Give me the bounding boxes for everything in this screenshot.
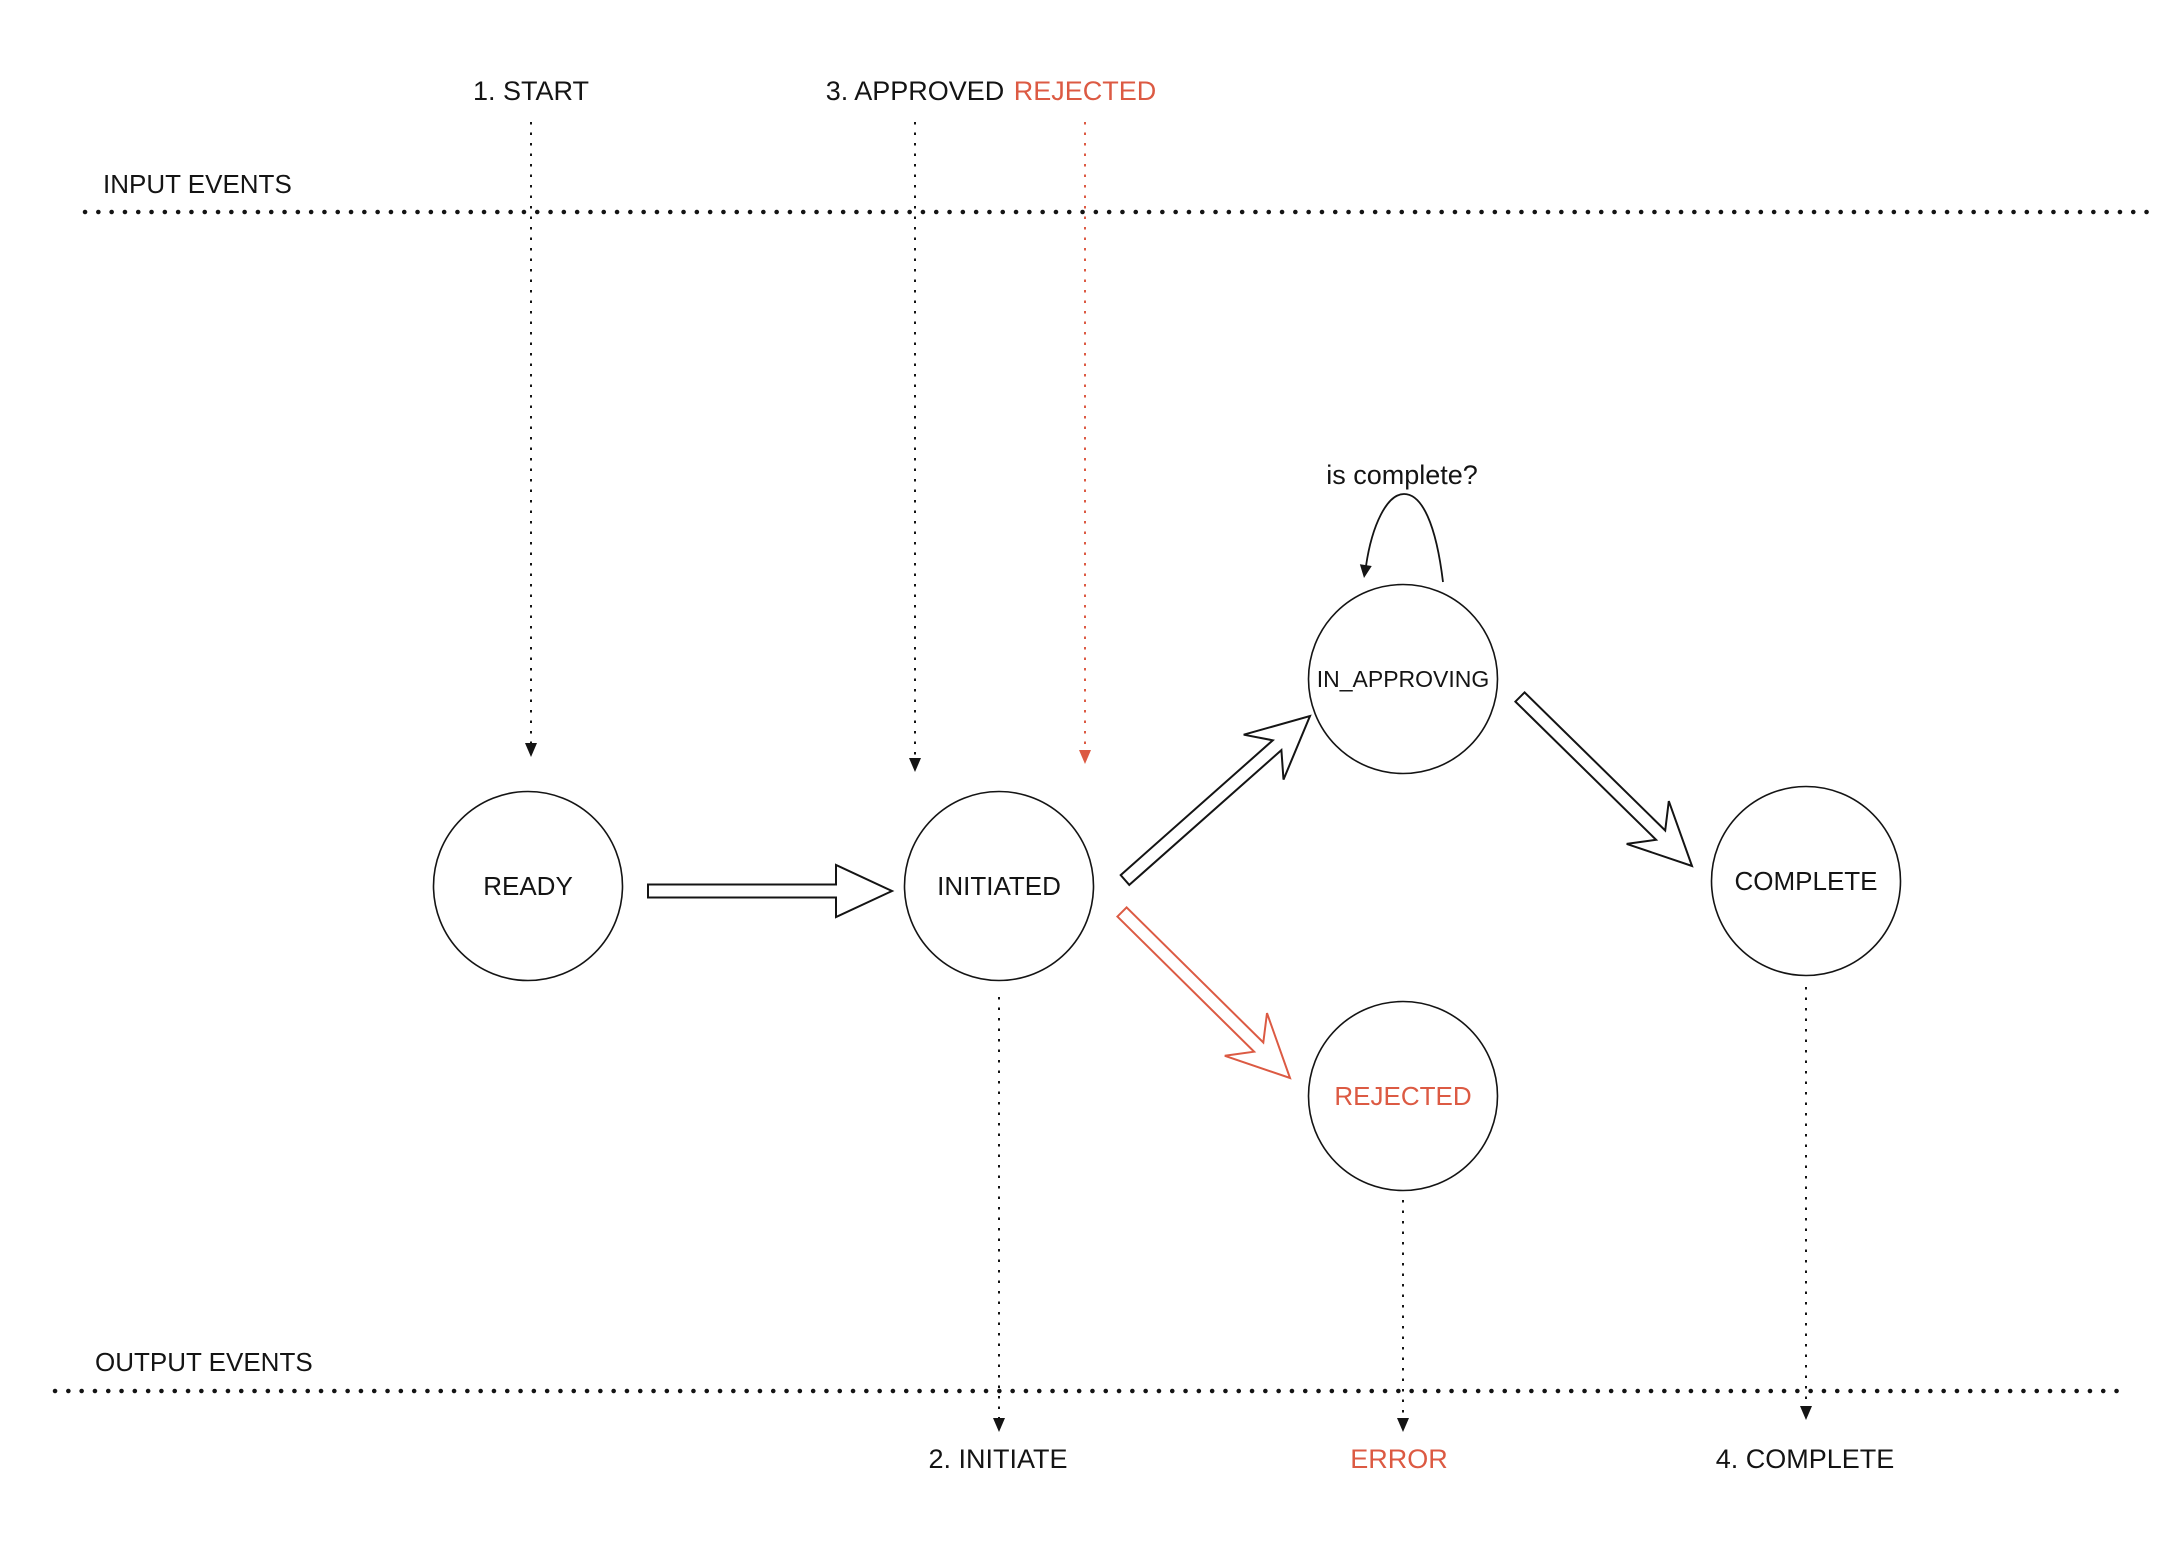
transition-initiated-to-rejected-arrow bbox=[1115, 905, 1292, 1080]
output-events-lane: OUTPUT EVENTS bbox=[52, 1347, 2125, 1394]
input-event-start: 1. START bbox=[473, 76, 589, 757]
input-event-approved-label: 3. APPROVED bbox=[826, 76, 1005, 106]
input-event-rejected-label: REJECTED bbox=[1014, 76, 1157, 106]
state-complete-circle bbox=[1710, 785, 1902, 977]
input-events-lane-label: INPUT EVENTS bbox=[103, 169, 292, 199]
output-event-complete-label: 4. COMPLETE bbox=[1716, 1444, 1895, 1474]
state-ready-circle bbox=[432, 790, 624, 982]
state-in-approving-label: IN_APPROVING bbox=[1317, 666, 1490, 692]
output-event-complete-arrowhead-icon bbox=[1800, 1406, 1812, 1420]
output-events-lane-label: OUTPUT EVENTS bbox=[95, 1347, 313, 1377]
output-event-initiate: 2. INITIATE bbox=[928, 997, 1068, 1474]
state-ready: READY bbox=[432, 790, 624, 982]
input-event-rejected: REJECTED bbox=[1014, 76, 1157, 764]
state-in-approving: IN_APPROVING bbox=[1307, 583, 1499, 775]
transition-ready-to-initiated-arrow bbox=[647, 863, 895, 919]
output-event-error-label: ERROR bbox=[1350, 1444, 1448, 1474]
self-loop-arrowhead-icon bbox=[1359, 564, 1372, 578]
output-event-complete: 4. COMPLETE bbox=[1716, 987, 1895, 1474]
state-rejected-circle bbox=[1307, 1000, 1499, 1192]
state-rejected: REJECTED bbox=[1307, 1000, 1499, 1192]
input-event-approved: 3. APPROVED bbox=[826, 76, 1005, 772]
state-ready-label: READY bbox=[483, 871, 573, 901]
input-event-approved-arrowhead-icon bbox=[909, 758, 921, 772]
state-complete: COMPLETE bbox=[1710, 785, 1902, 977]
transition-in-approving-to-complete-arrow bbox=[1513, 690, 1694, 868]
output-event-error: ERROR bbox=[1350, 1200, 1448, 1474]
input-event-rejected-arrowhead-icon bbox=[1079, 750, 1091, 764]
input-event-start-arrowhead-icon bbox=[525, 743, 537, 757]
self-loop-arc bbox=[1365, 493, 1444, 583]
state-in-approving-circle bbox=[1307, 583, 1499, 775]
output-event-error-arrowhead-icon bbox=[1397, 1418, 1409, 1432]
state-rejected-label: REJECTED bbox=[1334, 1081, 1471, 1111]
output-event-initiate-arrowhead-icon bbox=[993, 1418, 1005, 1432]
input-event-start-label: 1. START bbox=[473, 76, 589, 106]
state-initiated-circle bbox=[903, 790, 1095, 982]
output-event-initiate-label: 2. INITIATE bbox=[928, 1444, 1067, 1474]
state-initiated: INITIATED bbox=[903, 790, 1095, 982]
self-loop: is complete? bbox=[1326, 460, 1478, 583]
self-loop-label: is complete? bbox=[1326, 460, 1478, 490]
state-initiated-label: INITIATED bbox=[937, 871, 1061, 901]
input-events-lane: INPUT EVENTS bbox=[82, 169, 2159, 215]
transition-initiated-to-in-approving-arrow bbox=[1119, 714, 1312, 887]
state-complete-label: COMPLETE bbox=[1734, 866, 1877, 896]
